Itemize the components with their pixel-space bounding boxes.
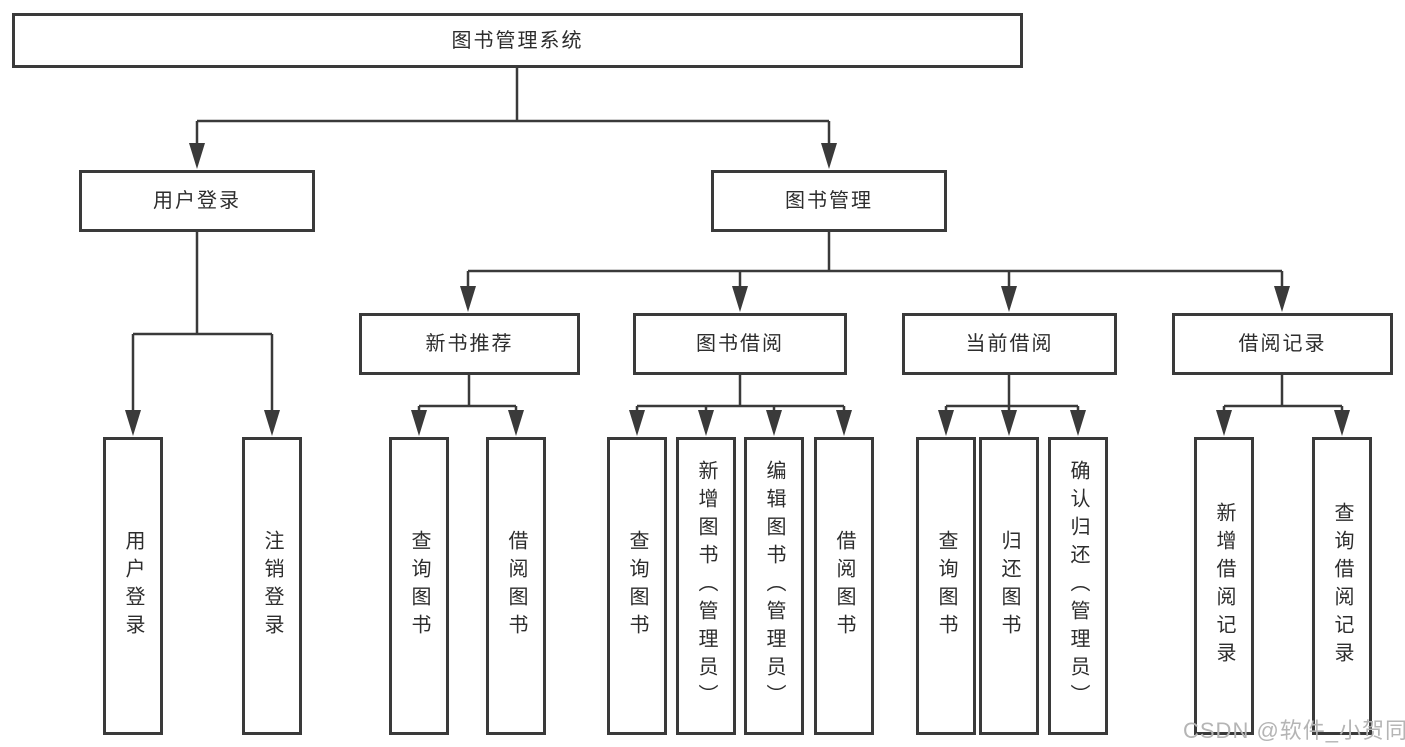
leaf-confirm-return-admin: 确认归还（管理员） — [1048, 437, 1108, 735]
node-new-book-recommend: 新书推荐 — [359, 313, 580, 375]
leaf-add-borrow-record: 新增借阅记录 — [1194, 437, 1254, 735]
leaf-return-books: 归还图书 — [979, 437, 1039, 735]
leaf-borrow-books-recommend: 借阅图书 — [486, 437, 546, 735]
node-user-login: 用户登录 — [79, 170, 315, 232]
leaf-add-book-admin: 新增图书（管理员） — [676, 437, 736, 735]
node-current-borrowing: 当前借阅 — [902, 313, 1117, 375]
leaf-edit-book-admin: 编辑图书（管理员） — [744, 437, 804, 735]
leaf-user-login: 用户登录 — [103, 437, 163, 735]
node-book-borrowing: 图书借阅 — [633, 313, 847, 375]
node-book-management: 图书管理 — [711, 170, 947, 232]
leaf-query-books-borrowing: 查询图书 — [607, 437, 667, 735]
leaf-logout: 注销登录 — [242, 437, 302, 735]
leaf-borrow-books-borrowing: 借阅图书 — [814, 437, 874, 735]
leaf-query-books-recommend: 查询图书 — [389, 437, 449, 735]
node-library-management-system: 图书管理系统 — [12, 13, 1023, 68]
csdn-watermark: CSDN @软件_小贺同学 — [1183, 718, 1405, 743]
node-borrow-records: 借阅记录 — [1172, 313, 1393, 375]
arrowheads — [125, 143, 1350, 436]
leaf-query-books-current: 查询图书 — [916, 437, 976, 735]
leaf-query-borrow-record: 查询借阅记录 — [1312, 437, 1372, 735]
